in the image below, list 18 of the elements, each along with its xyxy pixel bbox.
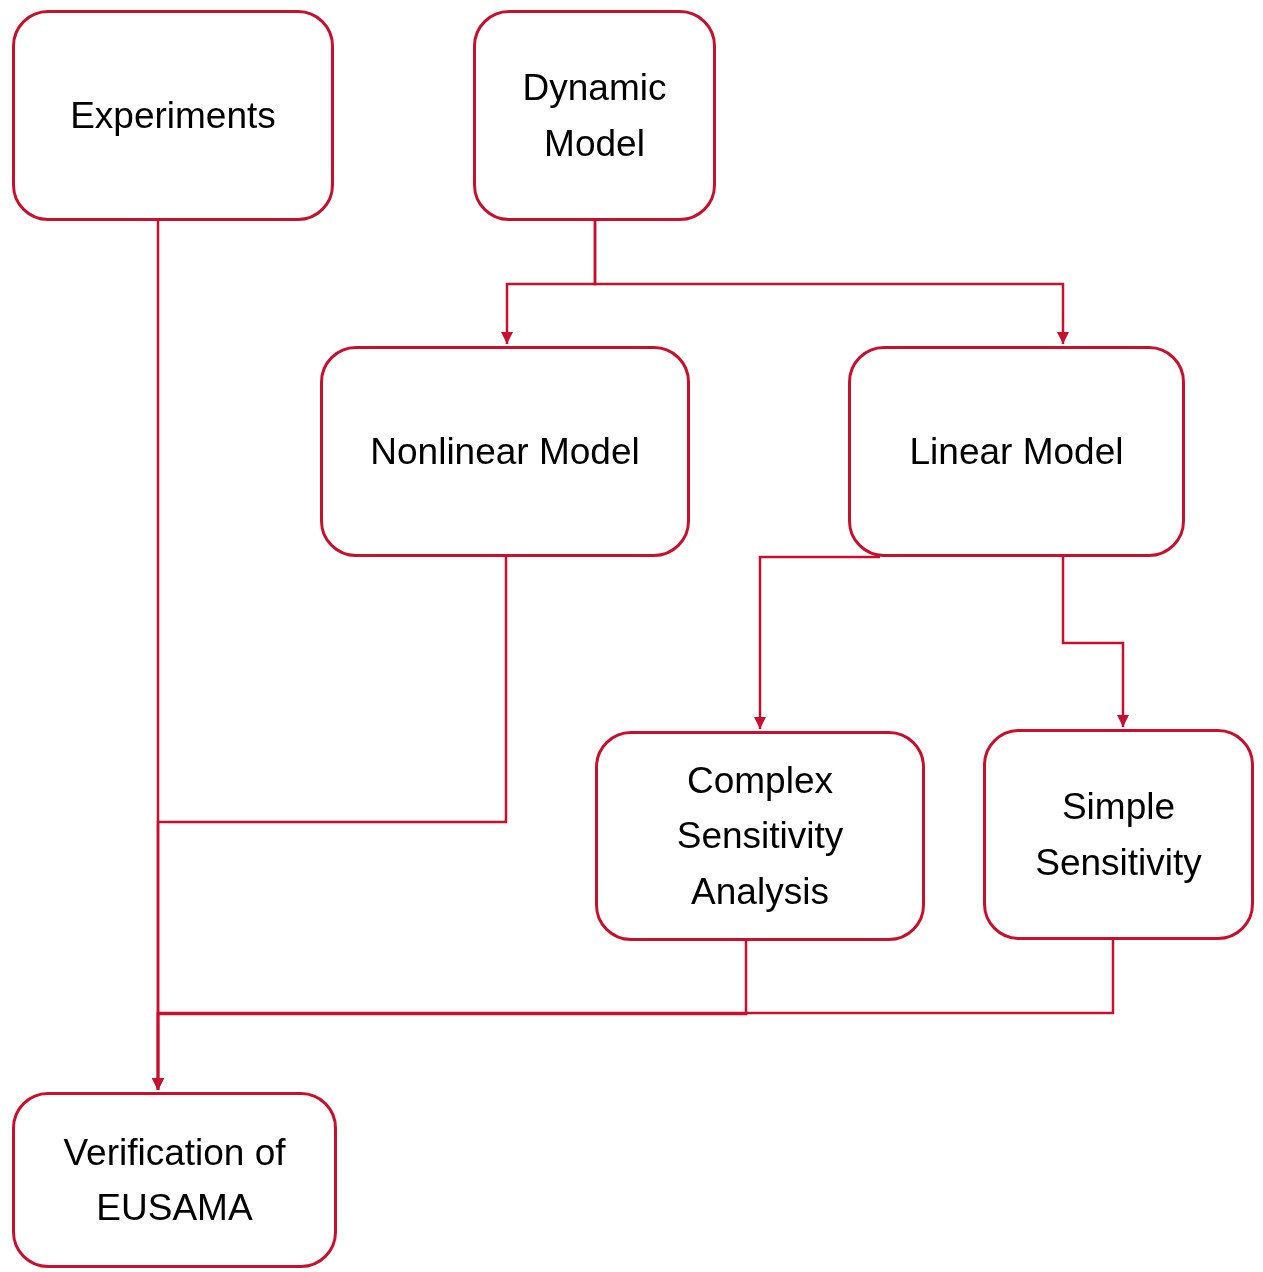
process-box bbox=[320, 346, 690, 557]
connector-arrow bbox=[753, 555, 880, 729]
process-box bbox=[595, 731, 925, 941]
connector-arrow bbox=[151, 940, 1115, 1090]
box-label: Experiments bbox=[70, 93, 276, 138]
box-label: Linear Model bbox=[909, 429, 1124, 474]
process-box bbox=[848, 346, 1185, 557]
process-box bbox=[473, 10, 716, 221]
process-box bbox=[983, 729, 1254, 940]
process-box bbox=[12, 1092, 337, 1268]
box-label: Nonlinear Model bbox=[370, 429, 640, 474]
box-label: Complex Sensitivity Analysis bbox=[675, 758, 845, 914]
process-box bbox=[12, 10, 334, 221]
box-label: Dynamic Model bbox=[521, 66, 668, 166]
box-label: Verification of EUSAMA bbox=[62, 1130, 287, 1230]
connector-arrow bbox=[593, 221, 1070, 344]
connector-arrow bbox=[1061, 557, 1130, 727]
box-label: Simple Sensitivity bbox=[1034, 785, 1203, 885]
